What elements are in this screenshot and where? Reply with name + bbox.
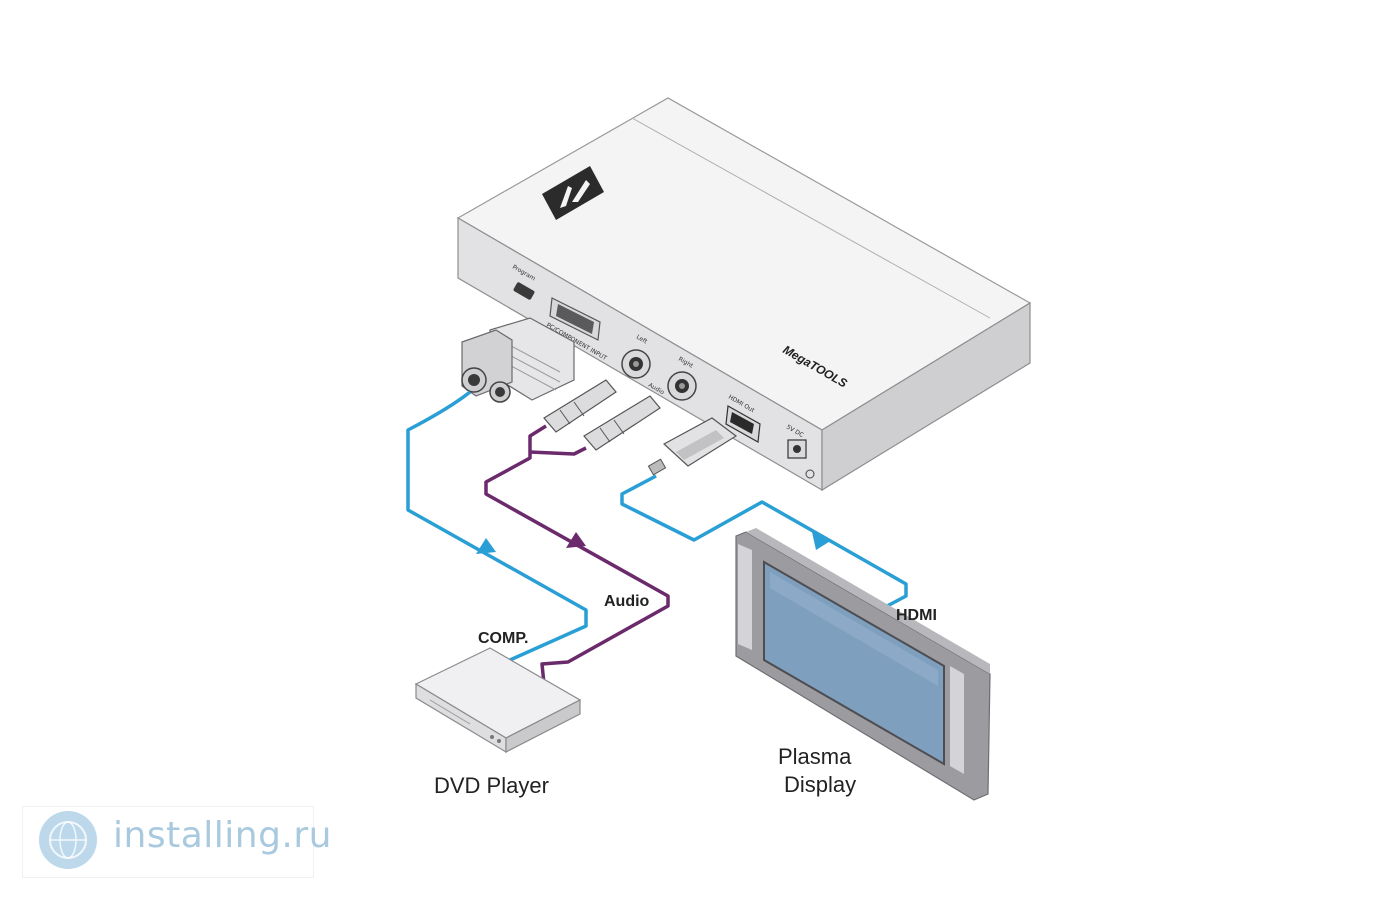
hdmi-arrow xyxy=(812,532,832,550)
hdmi-out-port: HDMI Out xyxy=(725,394,761,443)
scaler-device: K Program PC/COMPONENT INPUT Left Right … xyxy=(456,97,1032,492)
rca-plug-left xyxy=(543,379,617,433)
component-cable xyxy=(406,390,588,662)
dvd-player-label: DVD Player xyxy=(434,773,549,798)
kramer-logo: K xyxy=(542,166,604,220)
audio-label: Audio xyxy=(604,593,650,610)
component-arrow xyxy=(476,538,496,554)
plasma-label-line1: Plasma xyxy=(778,744,852,769)
vga-plug xyxy=(461,317,575,403)
hdmi-plug xyxy=(647,417,738,476)
comp-label: COMP. xyxy=(478,630,528,647)
globe-icon xyxy=(39,811,97,869)
flow-arrows xyxy=(476,532,832,554)
plasma-display xyxy=(735,528,991,801)
watermark-text: installing.ru xyxy=(113,815,332,856)
hdmi-cable xyxy=(620,474,908,614)
plasma-label-line2: Display xyxy=(784,772,856,797)
audio-arrow xyxy=(566,532,586,548)
rca-plug-right xyxy=(583,395,661,451)
audio-left-jack: Left xyxy=(621,334,651,379)
watermark-box xyxy=(22,806,314,878)
plasma-screen xyxy=(763,560,945,766)
hdmi-label: HDMI xyxy=(896,607,937,624)
dvd-player xyxy=(414,647,582,754)
audio-cable-branch xyxy=(529,446,587,456)
